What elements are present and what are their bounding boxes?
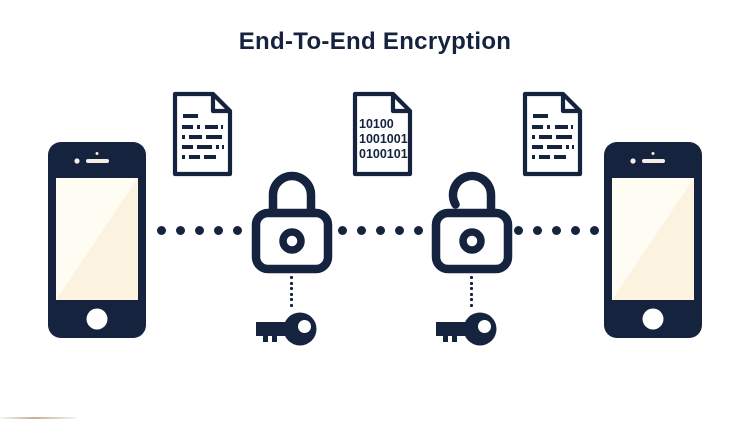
dotted-link-lock-to-key [290,276,293,307]
sensor-dot [651,152,655,155]
padlock-shackle-open [448,171,496,218]
binary-document-icon: 10100 1001001 0100101 [352,91,413,177]
screen-shine [612,178,694,300]
key-bow-hole [478,320,491,333]
diagram-title: End-To-End Encryption [238,28,512,55]
earpiece-speaker [642,159,665,163]
padlock-locked-icon [251,171,333,274]
key-blade [256,322,290,342]
smartphone-icon [48,142,146,338]
dotted-line-lock-to-receiver [514,226,599,235]
document-fold-corner [560,94,580,114]
binary-line-1: 10100 [359,117,394,131]
padlock-shackle-closed [268,171,316,217]
text-document-icon [172,91,233,177]
front-camera-dot [74,158,80,164]
document-outline [172,91,233,177]
dotted-line-lock-to-lock [338,226,423,235]
document-text-dashes [532,114,574,159]
key-blade [436,322,470,342]
binary-line-2: 1001001 [359,132,408,146]
bottom-edge-strip [0,417,76,419]
key-bow-hole [298,320,311,333]
document-outline [522,91,583,177]
home-button [86,308,108,330]
document-fold-corner [390,94,410,114]
document-text-dashes [182,114,224,159]
home-button [642,308,664,330]
padlock-unlocked-icon [431,171,513,274]
text-document-icon [522,91,583,177]
dotted-link-lock-to-key [470,276,473,307]
earpiece-speaker [86,159,109,163]
padlock-keyhole [279,228,305,254]
smartphone-icon [604,142,702,338]
document-outline [352,91,413,177]
document-fold-corner [210,94,230,114]
key-icon [436,312,497,346]
padlock-keyhole [459,228,485,254]
screen-shine [56,178,138,300]
dotted-line-sender-to-lock [157,226,242,235]
binary-line-3: 0100101 [359,147,408,161]
front-camera-dot [630,158,636,164]
sensor-dot [95,152,99,155]
key-icon [256,312,317,346]
